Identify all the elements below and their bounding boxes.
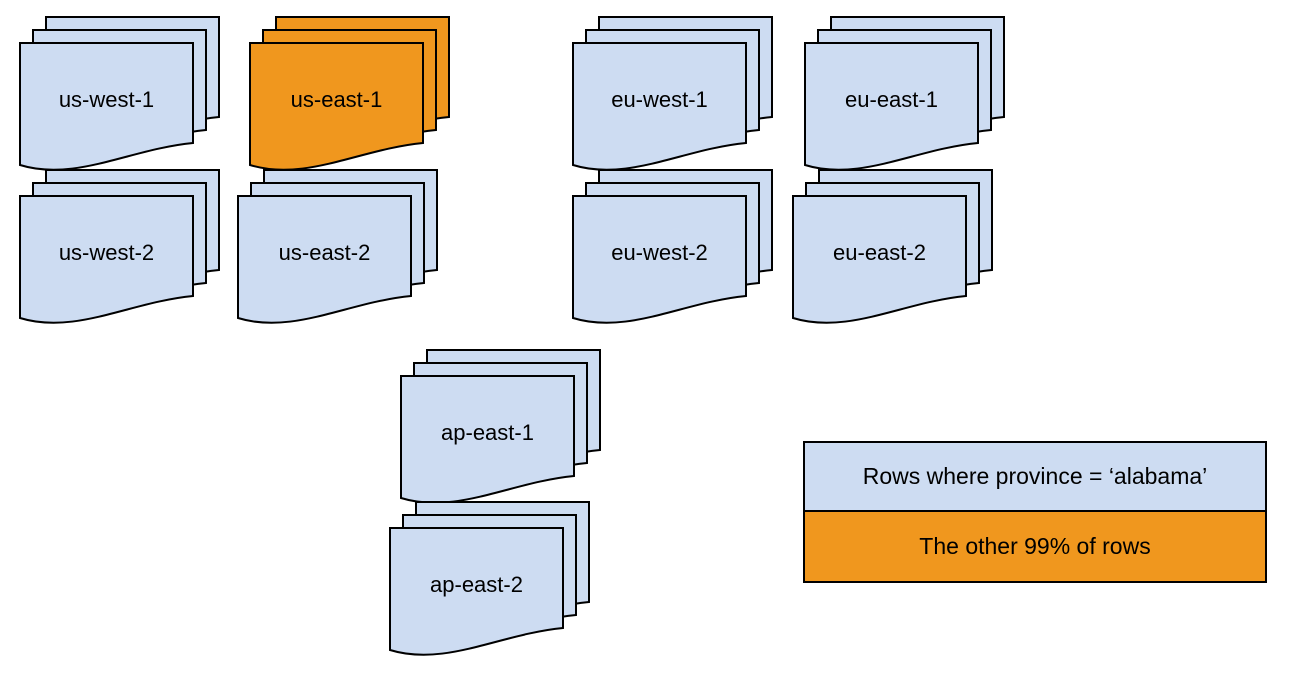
region-stack-eu-east-1: eu-east-1 xyxy=(803,15,1007,181)
region-stack-us-west-2: us-west-2 xyxy=(18,168,222,334)
region-label: eu-east-2 xyxy=(833,240,926,265)
region-stack-us-west-1: us-west-1 xyxy=(18,15,222,181)
region-label: us-west-1 xyxy=(58,87,155,112)
region-label: us-west-2 xyxy=(58,240,155,265)
region-label: us-east-2 xyxy=(278,240,371,265)
region-label: ap-east-2 xyxy=(430,572,523,597)
legend-item-alabama-rows: Rows where province = ‘alabama’ xyxy=(805,443,1265,512)
region-stack-ap-east-2: ap-east-2 xyxy=(388,500,592,666)
region-label: ap-east-1 xyxy=(441,420,534,445)
region-stack-eu-east-2: eu-east-2 xyxy=(791,168,995,334)
region-label: eu-west-2 xyxy=(611,240,708,265)
legend-item-other-rows: The other 99% of rows xyxy=(805,512,1265,581)
region-stack-us-east-1: us-east-1 xyxy=(248,15,452,181)
region-label: eu-east-1 xyxy=(845,87,938,112)
region-stack-eu-west-2: eu-west-2 xyxy=(571,168,775,334)
region-label: eu-west-1 xyxy=(611,87,708,112)
region-stack-ap-east-1: ap-east-1 xyxy=(399,348,603,514)
legend: Rows where province = ‘alabama’ The othe… xyxy=(803,441,1267,583)
region-stack-us-east-2: us-east-2 xyxy=(236,168,440,334)
legend-item-label: Rows where province = ‘alabama’ xyxy=(862,463,1208,489)
region-label: us-east-1 xyxy=(290,87,383,112)
legend-item-label: The other 99% of rows xyxy=(919,533,1151,559)
region-stack-eu-west-1: eu-west-1 xyxy=(571,15,775,181)
